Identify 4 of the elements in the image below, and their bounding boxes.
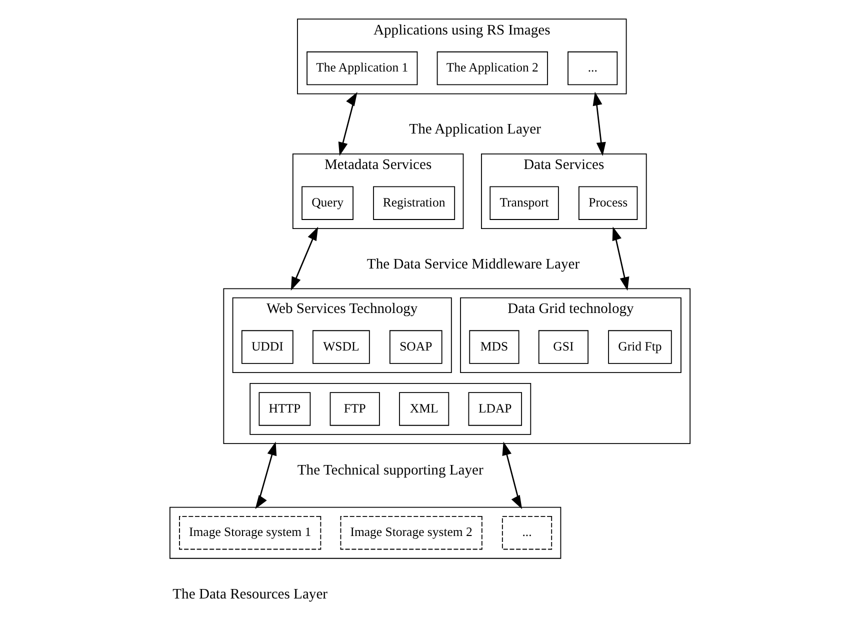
label: The Data Resources Layer (172, 586, 328, 602)
label: The Technical supporting Layer (297, 462, 484, 478)
label: The Application Layer (409, 122, 542, 138)
label: The Data Service Middleware Layer (366, 256, 580, 273)
